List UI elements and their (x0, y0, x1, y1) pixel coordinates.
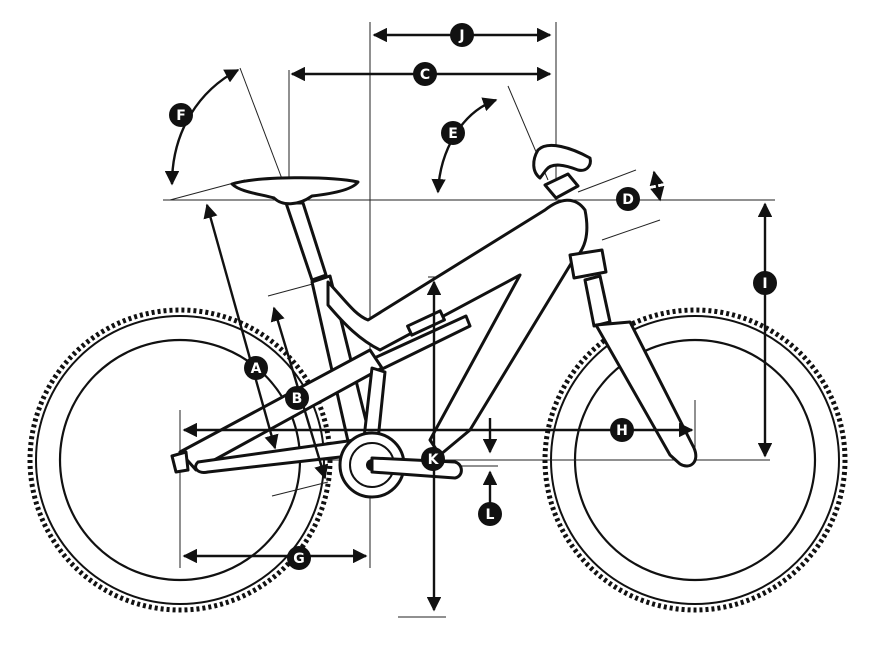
svg-text:L: L (486, 507, 495, 523)
svg-text:I: I (762, 276, 767, 292)
svg-text:F: F (176, 108, 186, 124)
label-b: B (285, 386, 309, 410)
svg-text:C: C (420, 67, 430, 83)
label-c: C (413, 62, 437, 86)
svg-text:J: J (458, 28, 464, 44)
svg-text:K: K (428, 452, 440, 468)
svg-text:D: D (622, 192, 634, 208)
svg-text:H: H (616, 423, 628, 439)
label-d: D (616, 187, 640, 211)
label-f: F (169, 103, 193, 127)
svg-text:A: A (251, 361, 262, 377)
label-i: I (753, 271, 777, 295)
dimension-arrows (164, 27, 773, 612)
label-h: H (610, 418, 634, 442)
svg-text:E: E (448, 126, 458, 142)
label-j: J (450, 23, 474, 47)
svg-text:B: B (292, 391, 303, 407)
label-g: G (287, 546, 311, 570)
svg-text:G: G (293, 551, 305, 567)
label-a: A (244, 356, 268, 380)
label-e: E (441, 121, 465, 145)
label-k: K (421, 447, 445, 471)
label-l: L (478, 502, 502, 526)
